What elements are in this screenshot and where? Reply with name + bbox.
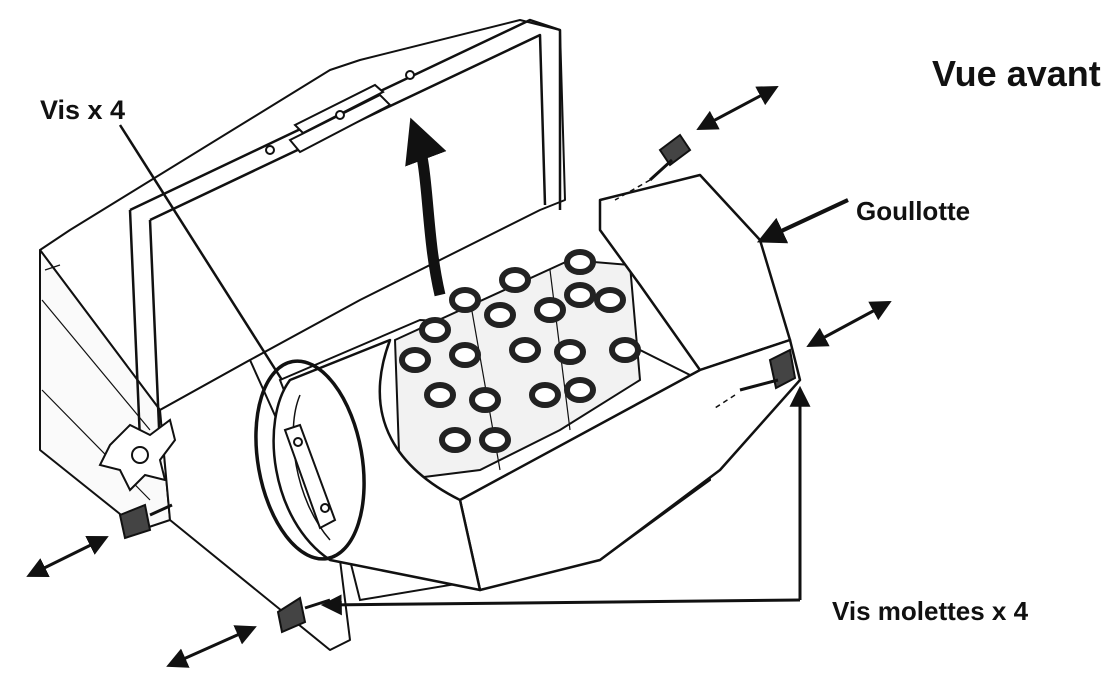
double-arrow-icon (26, 86, 892, 668)
screws-label: Vis x 4 (40, 95, 126, 125)
chute-pointer-arrow (756, 198, 849, 244)
thumb-screw-icon (118, 133, 797, 634)
chute-label: Goullotte (856, 196, 971, 226)
screws-leader-line (118, 124, 284, 381)
thumb-screws-label: Vis molettes x 4 (832, 596, 1029, 626)
chute (272, 173, 802, 592)
curved-arrow-icon (405, 117, 447, 297)
chute-screw-plate (283, 423, 337, 530)
screws-highlight-ellipse (254, 359, 366, 561)
bracket-knob (98, 418, 177, 492)
view-title: Vue avant (932, 53, 1101, 94)
nozzle-array (399, 249, 641, 453)
bracket-slot (265, 70, 415, 155)
thumb-screws-pointer (320, 385, 811, 616)
